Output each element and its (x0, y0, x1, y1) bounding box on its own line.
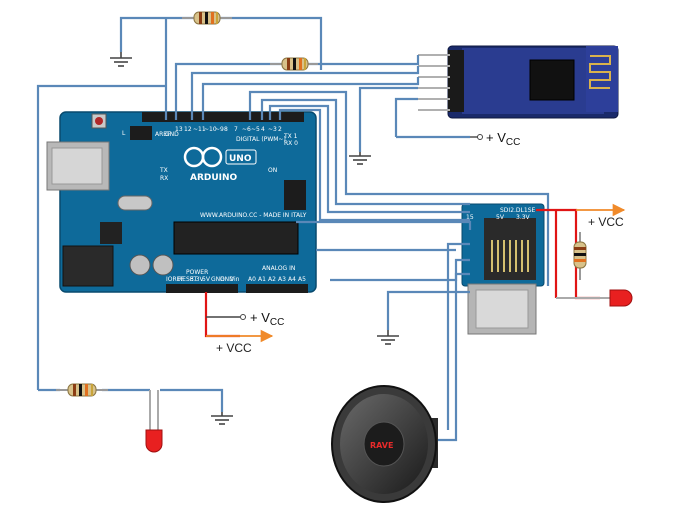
pin-2: 2 (278, 126, 282, 133)
pin-12: 12 (184, 126, 192, 133)
vcc-arrow-arduino: + VCC (206, 329, 274, 355)
resistor (573, 232, 587, 280)
aref-label: AREF (155, 131, 171, 138)
vcc-terminal-bluetooth: + VCC (470, 130, 520, 148)
sd-num-label: 15 (466, 214, 474, 221)
analog-header (246, 284, 308, 293)
ground-symbol (110, 52, 132, 67)
pin-reset: RESET (178, 276, 198, 283)
power-header (166, 284, 238, 293)
ground-symbol (377, 330, 399, 345)
vcc-plain-label: + VCC (216, 341, 252, 355)
power-pin-labels: IOREF RESET 3.3V 5V GND GND Vin (166, 276, 240, 283)
bluetooth-module (418, 45, 619, 119)
pin-a1: A1 (258, 276, 266, 283)
vcc-subscript: CC (506, 137, 520, 148)
sd-pins-label: SDI2.DL1SE (500, 207, 536, 214)
pin-10: ~10 (204, 126, 217, 133)
pin-5v: 5V (202, 276, 211, 283)
pin-4: 4 (261, 126, 265, 133)
pin-7: 7 (234, 126, 238, 133)
site-label: WWW.ARDUINO.CC - MADE IN ITALY (200, 212, 307, 219)
analog-pin-labels: A0 A1 A2 A3 A4 A5 (248, 276, 306, 283)
wires (36, 16, 550, 442)
ground-symbol (211, 412, 233, 425)
sd-card-module: SDI2.DL1SE 5V 3.3V 15 (461, 203, 545, 335)
pin-6: ~6 (242, 126, 251, 133)
svg-text:+ VCC: + VCC (250, 310, 284, 328)
pin-5: ~5 (251, 126, 260, 133)
pin-a2: A2 (268, 276, 276, 283)
vcc-subscript: CC (270, 317, 284, 328)
power-jack (62, 245, 114, 287)
sd-3v3-label: 3.3V (516, 214, 531, 221)
pin-gnd-2: GND (220, 276, 234, 283)
pin-9: ~9 (215, 126, 224, 133)
pin-vin: Vin (230, 276, 240, 283)
pin-a0: A0 (248, 276, 256, 283)
arduino-logo (183, 146, 223, 168)
arduino-board: ARDUINO UNO DIGITAL (PWM~) WWW.ARDUINO.C… (46, 111, 317, 293)
speaker-brand: RAVE (370, 441, 393, 450)
power-label: POWER (186, 269, 208, 276)
resistor (270, 57, 318, 71)
pin-0: RX 0 (284, 140, 298, 147)
pin-11: ~11 (193, 126, 206, 133)
resistor (182, 11, 232, 25)
svg-text:+ VCC: + VCC (486, 130, 520, 148)
led (145, 390, 163, 453)
sd-5v-label: 5V (496, 214, 505, 221)
vcc-arrow-sd: + VCC (576, 203, 626, 229)
vcc-label: + V (486, 130, 506, 145)
pin-8: 8 (224, 126, 228, 133)
digital-pin-labels: 13 12 ~11 ~10 ~9 8 7 ~6 ~5 4 ~3 2 TX 1 R… (175, 126, 298, 147)
ground-symbol (349, 152, 371, 165)
tx-label: TX (159, 167, 168, 174)
capacitor (152, 254, 174, 276)
pin-a5: A5 (298, 276, 306, 283)
brand-label: ARDUINO (190, 173, 238, 183)
pin-3: ~3 (268, 126, 277, 133)
speaker: RAVE (331, 385, 438, 503)
led (556, 289, 633, 307)
pin-1: TX 1 (283, 133, 298, 140)
digital-header (142, 112, 304, 122)
digital-label: DIGITAL (PWM~) (236, 136, 286, 143)
microcontroller-chip (173, 221, 299, 255)
l-label: L (122, 130, 126, 137)
pin-ioref: IOREF (166, 276, 184, 283)
pin-3v3: 3.3V (190, 276, 205, 283)
vcc-label: + V (250, 310, 270, 325)
analog-label: ANALOG IN (262, 265, 295, 272)
vcc-plain-label: + VCC (588, 215, 624, 229)
model-label: UNO (229, 154, 252, 164)
bluetooth-pins (418, 54, 450, 111)
pin-a3: A3 (278, 276, 286, 283)
capacitor (129, 254, 151, 276)
resistor (56, 383, 108, 397)
pin-13: 13 (175, 126, 183, 133)
on-label: ON (268, 167, 277, 174)
vcc-terminal-arduino: + VCC (206, 310, 284, 328)
pin-gnd-1: GND (211, 276, 225, 283)
pin-a4: A4 (288, 276, 296, 283)
gnd-label: GND (165, 131, 179, 138)
rx-label: RX (160, 175, 168, 182)
